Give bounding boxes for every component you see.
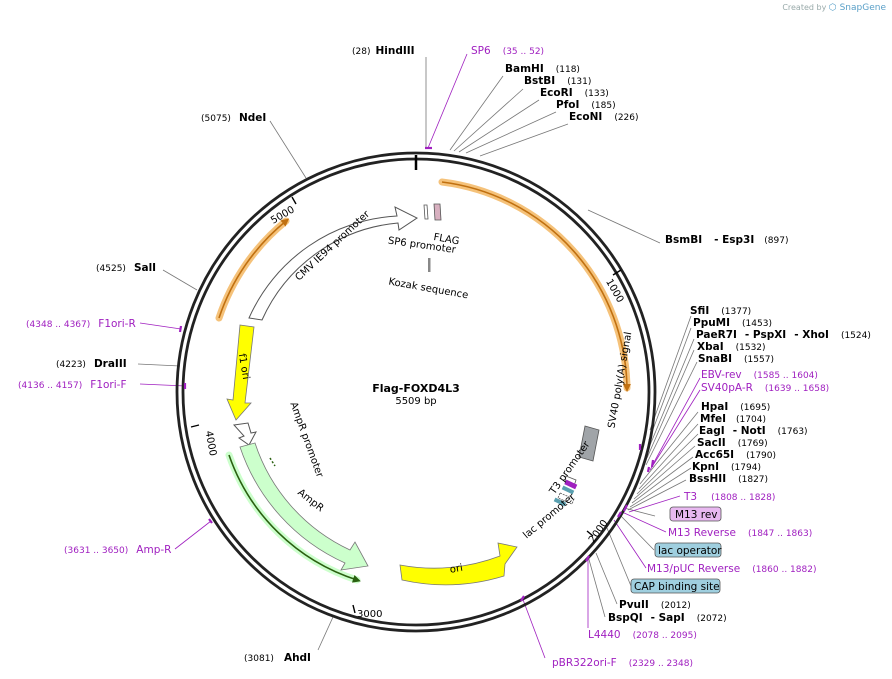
kozak-feature [428,258,431,272]
enzyme-kpni[interactable]: KpnI(1794) [692,461,761,473]
primer-ebv-rev[interactable]: EBV-rev(1585 .. 1604) [701,369,818,381]
lac-operator-box-label: lac operator [658,545,722,557]
enzyme-bspqi[interactable]: BspQI- SapI(2072) [608,612,727,624]
lac-operator-feature [561,485,575,495]
enzyme-hpai[interactable]: HpaI(1695) [701,401,770,413]
primer-amp-r[interactable]: (3631 .. 3650)Amp-R [64,544,171,556]
orf-arc-main-line [441,181,631,392]
enzyme-xbai[interactable]: XbaI(1532) [697,341,766,353]
f1-ori-label: f1 ori [236,353,251,381]
sp6-promoter-arrow [423,204,429,220]
enzyme-econi[interactable]: EcoNI(226) [569,111,639,123]
primer-pbr322ori-f[interactable]: pBR322ori-F(2329 .. 2348) [552,657,693,669]
cap-site-feature [553,497,567,507]
enzyme-snabi[interactable]: SnaBI(1557) [698,353,774,365]
tick-marks [190,196,622,614]
t3-promoter-label: T3 promoter [547,439,593,498]
primer-f1ori-f[interactable]: (4136 .. 4157)F1ori-F [18,379,127,391]
ampr-arrow [239,442,369,571]
cmv-promoter-label: CMV IE94 promoter [293,208,372,283]
ampr-promoter-label: AmpR promoter [287,401,325,480]
primer-f1ori-r[interactable]: (4348 .. 4367)F1ori-R [26,318,136,330]
snapgene-credit: Created by ⬡ SnapGene [782,3,886,13]
backbone-outer [175,151,657,633]
enzyme-ecori[interactable]: EcoRI(133) [540,87,609,99]
enzyme-bstbi[interactable]: BstBI(131) [524,75,591,87]
m13-rev-box[interactable] [669,506,722,522]
enzyme-ahdi[interactable]: (3081)AhdI [244,652,311,664]
m13-rev-feature [564,479,578,490]
plasmid-size: 5509 bp [395,396,436,407]
enzyme-bamhi[interactable]: BamHI(118) [505,63,580,75]
ori-arrow [399,542,518,586]
tick-label-2000: 2000 [587,518,611,545]
enzyme-acc65i[interactable]: Acc65I(1790) [695,449,776,461]
cap-binding-site-box-label: CAP binding site [634,581,720,593]
enzyme-sacii[interactable]: SacII(1769) [697,437,768,449]
primer-sp6[interactable]: SP6(35 .. 52) [471,45,544,57]
cap-binding-site-box[interactable] [630,578,721,594]
enzyme-ppumi[interactable]: PpuMI(1453) [693,317,772,329]
enzyme-mfei[interactable]: MfeI(1704) [700,413,766,425]
enzyme-sali[interactable]: (4525)SalI [96,262,156,274]
enzyme-pfoi[interactable]: PfoI(185) [556,99,616,111]
leader-lines [137,57,699,651]
lac-promoter-label: lac promoter [521,491,578,541]
ampr-promoter-arrow [232,422,257,446]
sv40-polya-feature [578,425,600,462]
cmv-promoter-arrow [248,206,418,321]
primer-sv40pa-r[interactable]: SV40pA-R(1639 .. 1658) [701,382,829,394]
ampr-promoter-marker [269,457,276,467]
m13-rev-box-label: M13 rev [675,509,718,521]
ampr-label: AmpR [295,487,325,514]
enzyme-hindiii[interactable]: (28)HindIII [352,45,415,57]
orf-arc-left [215,217,290,322]
snapgene-logo: ⬡ SnapGene [828,3,886,13]
flag-label: FLAG [433,232,460,247]
enzyme-eagi[interactable]: EagI- NotI(1763) [699,425,808,437]
flag-feature [433,203,442,221]
kozak-label: Kozak sequence [388,277,469,302]
credit-prefix: Created by [782,3,827,12]
enzyme-paer7i[interactable]: PaeR7I- PspXI- XhoI(1524) [696,329,871,341]
enzyme-draiii[interactable]: (4223)DraIII [56,358,127,370]
lac-promoter-arrow [557,492,575,505]
ampr-orf-arc-line [228,454,361,583]
enzyme-pvuii[interactable]: PvuII(2012) [619,599,691,611]
tick-label-4000: 4000 [203,430,218,457]
enzyme-ndei[interactable]: (5075)NdeI [201,112,266,124]
enzyme-bsmbi[interactable]: BsmBI- Esp3I(897) [665,234,788,246]
primer-l4440[interactable]: L4440(2078 .. 2095) [588,629,697,641]
primer-m13-reverse[interactable]: M13 Reverse(1847 .. 1863) [668,527,812,539]
f1-ori-arrow [226,324,255,421]
orf-arc-left-line [218,218,290,319]
primer-marks [178,146,655,602]
tick-label-3000: 3000 [357,609,382,620]
enzyme-bsshii[interactable]: BssHII(1827) [689,473,768,485]
credit-brand: SnapGene [839,3,886,13]
primer-m13-puc-reverse[interactable]: M13/pUC Reverse(1860 .. 1882) [647,563,816,575]
lac-operator-box[interactable] [654,542,722,558]
primer-t3[interactable]: T3(1808 .. 1828) [683,491,775,503]
orf-arc-main [438,178,631,392]
ori-label: ori [449,563,464,576]
primer-leader-lines [139,53,701,659]
plasmid-name: Flag-FOXD4L3 [372,382,460,395]
enzyme-sfii[interactable]: SfiI(1377) [690,305,751,317]
